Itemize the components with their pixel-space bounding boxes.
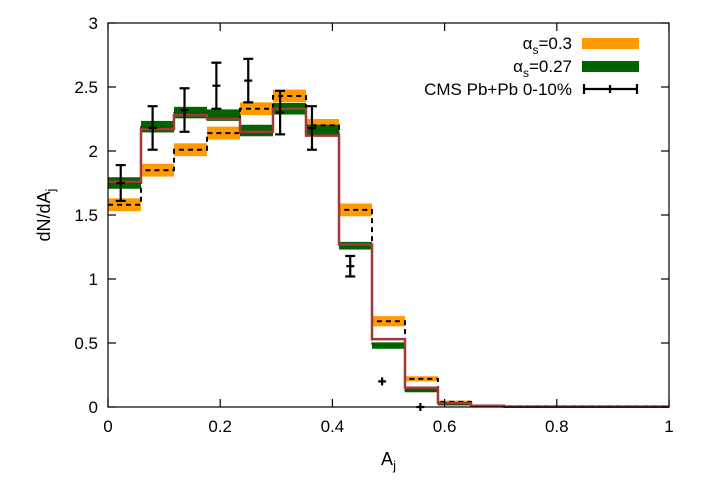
- legend-label-0: αs=0.3: [523, 34, 572, 57]
- y-tick-label-0: 0: [89, 398, 98, 417]
- y-tick-label-2: 1: [89, 270, 98, 289]
- cms-point-7: [345, 254, 356, 278]
- plot-frame: [107, 22, 670, 408]
- cms-point-3: [211, 61, 222, 110]
- alpha-0.27-central-line: [108, 108, 669, 408]
- cms-point-8: [378, 377, 387, 386]
- legend-swatch-0: [582, 38, 639, 49]
- band-bin-0-27-7: [339, 241, 373, 250]
- cms-point-5: [275, 89, 286, 136]
- legend-label-2: CMS Pb+Pb 0-10%: [424, 80, 572, 99]
- x-tick-label-1: 0.2: [208, 417, 232, 436]
- x-tick-label-3: 0.6: [433, 417, 457, 436]
- y-tick-label-3: 1.5: [74, 206, 98, 225]
- cms-point-1: [147, 105, 158, 151]
- x-tick-label-5: 1: [664, 417, 673, 436]
- y-tick-label-1: 0.5: [74, 334, 98, 353]
- band-bin-0-3-10: [437, 400, 472, 404]
- band-bin-0-3-3: [207, 126, 241, 140]
- cms-data-points: [115, 57, 425, 411]
- alpha-0.3-central-line: [108, 94, 669, 408]
- x-tick-label-2: 0.4: [321, 417, 345, 436]
- prediction-central-lines: [108, 94, 669, 408]
- axes: 0 0.2 0.4 0.6 0.8 1 0 0.5 1 1.5 2 2.5 3: [74, 14, 673, 436]
- band-bin-0-27-8: [372, 342, 405, 349]
- y-axis-title: dN/dAj: [34, 188, 58, 241]
- cms-point-6: [306, 105, 317, 151]
- model-step-curve: [108, 107, 669, 408]
- y-tick-label-4: 2: [89, 142, 98, 161]
- x-tick-label-4: 0.8: [545, 417, 569, 436]
- legend-entry-2: CMS Pb+Pb 0-10%: [424, 80, 639, 99]
- cms-point-4: [243, 57, 254, 104]
- y-tick-label-6: 3: [89, 14, 98, 33]
- x-tick-label-0: 0: [103, 417, 112, 436]
- cms-point-2: [179, 87, 190, 133]
- x-axis-title: Aj: [381, 449, 396, 473]
- cms-point-0: [115, 163, 126, 203]
- legend-label-1: αs=0.27: [513, 57, 572, 80]
- y-tick-label-5: 2.5: [74, 78, 98, 97]
- prediction-bands: [108, 89, 669, 408]
- model-curve: [108, 107, 669, 408]
- legend-entry-0: αs=0.3: [523, 34, 639, 57]
- legend-entry-1: αs=0.27: [513, 57, 639, 80]
- band-bin-0-27-6: [305, 124, 340, 137]
